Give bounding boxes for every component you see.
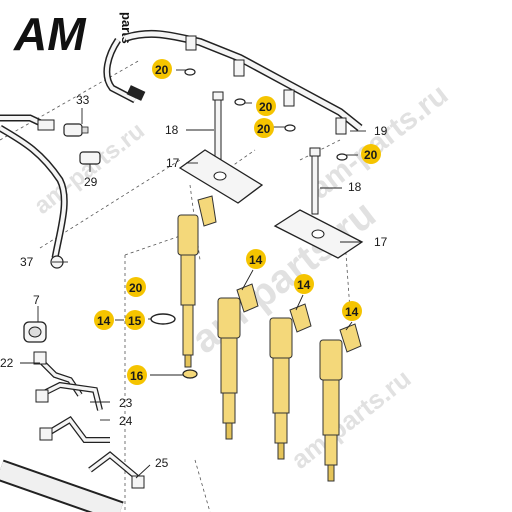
- label-20-e: 20: [129, 281, 143, 295]
- leader-lines: [20, 69, 366, 479]
- bolt-18-left: [212, 91, 224, 161]
- label-18-right: 18: [348, 180, 362, 194]
- common-rail: [0, 459, 124, 512]
- bolt-18-right: [309, 147, 321, 215]
- label-33: 33: [76, 93, 90, 107]
- left-hose: [0, 114, 68, 269]
- watermark-3: am-parts.ru: [285, 363, 416, 475]
- injector-4: [319, 323, 362, 482]
- label-17-left: 17: [166, 156, 180, 170]
- am-parts-logo: AM parts: [13, 8, 134, 60]
- label-14-d: 14: [345, 305, 359, 319]
- clip-part-7: [23, 321, 47, 343]
- label-20-b: 20: [259, 100, 273, 114]
- label-20-d: 20: [364, 148, 378, 162]
- label-22: 22: [0, 356, 14, 370]
- injector-1: [177, 195, 217, 368]
- label-25: 25: [155, 456, 169, 470]
- label-17-right: 17: [374, 235, 388, 249]
- injector-2: [217, 283, 259, 440]
- label-24: 24: [119, 414, 133, 428]
- label-14-b: 14: [249, 253, 263, 267]
- label-7: 7: [33, 293, 40, 307]
- watermark-4: am-parts.ru: [304, 78, 454, 206]
- label-23: 23: [119, 396, 133, 410]
- label-20-a: 20: [155, 63, 169, 77]
- label-19: 19: [374, 124, 388, 138]
- logo-main: AM: [13, 8, 87, 60]
- callout-labels: 33 29 37 7 22 23 24 25 18 18 17 17 19 20…: [0, 63, 388, 470]
- injector-3: [269, 303, 312, 460]
- high-pressure-lines: [33, 351, 145, 489]
- label-15: 15: [128, 314, 142, 328]
- label-16: 16: [130, 369, 144, 383]
- callout-highlights: [94, 59, 381, 385]
- label-18-left: 18: [165, 123, 179, 137]
- label-20-c: 20: [257, 122, 271, 136]
- fuel-return-line: [103, 29, 363, 135]
- fittings-33-29: [63, 123, 101, 165]
- washers-20: [184, 68, 348, 161]
- label-14-a: 14: [97, 314, 111, 328]
- clamp-17-left: [178, 149, 264, 204]
- seal-16: [182, 369, 198, 379]
- watermark-group: am-parts.ru am-parts.ru am-parts.ru am-p…: [29, 78, 454, 475]
- label-14-c: 14: [297, 278, 311, 292]
- o-ring-15: [150, 313, 176, 325]
- label-29: 29: [84, 175, 98, 189]
- label-37: 37: [20, 255, 34, 269]
